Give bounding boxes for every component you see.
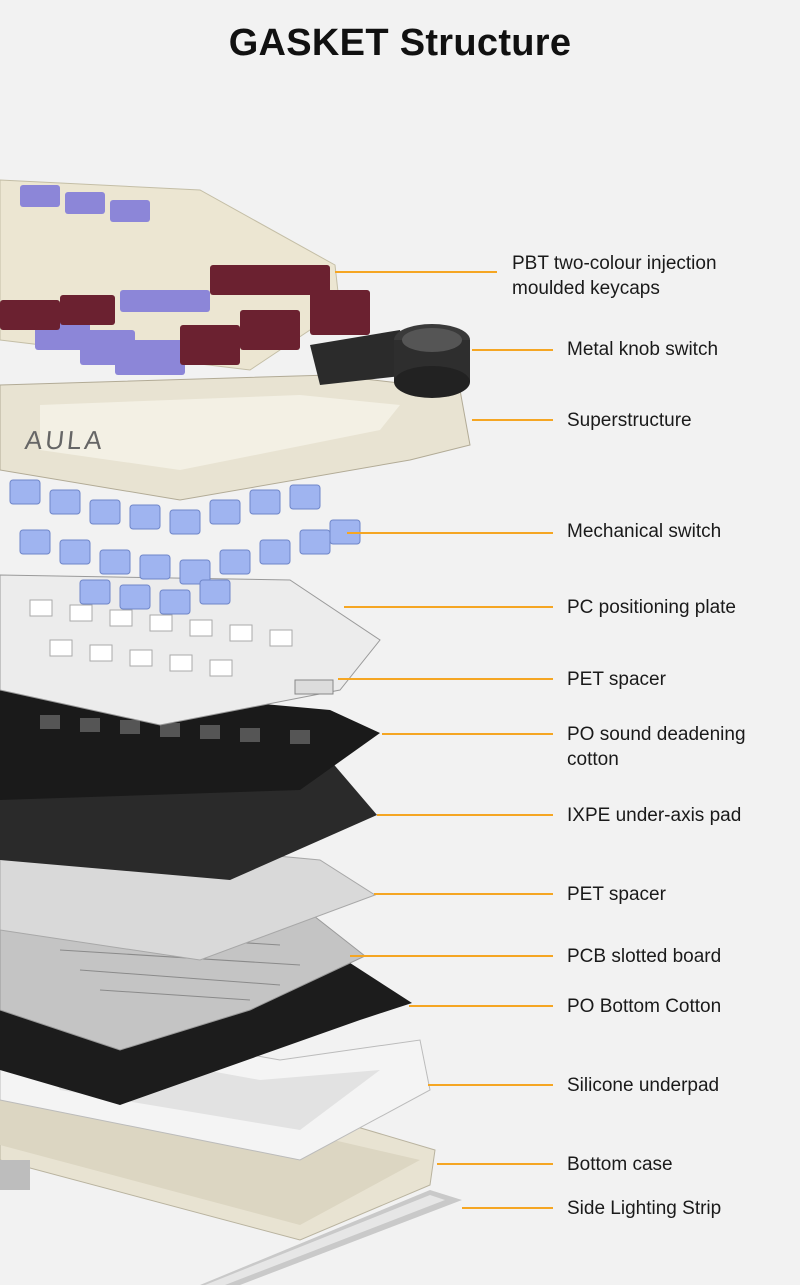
label-line: Mechanical switch [567,521,722,542]
label-line: PET spacer [567,669,666,690]
label-pcb: PCB slotted board [567,944,721,969]
label-line: PC positioning plate [567,597,736,618]
label-line: Bottom case [567,1154,673,1175]
label-pet-spacer-1: PET spacer [567,667,666,692]
label-superstructure: Superstructure [567,408,692,433]
label-silicone: Silicone underpad [567,1073,719,1098]
label-line: PO Bottom Cotton [567,996,722,1017]
label-line: PO sound deadening [567,724,746,745]
label-ixpe-pad: IXPE under-axis pad [567,803,741,828]
label-line: Superstructure [567,410,692,431]
label-pc-plate: PC positioning plate [567,595,736,620]
label-line: PET spacer [567,884,666,905]
label-knob: Metal knob switch [567,337,718,362]
keycaps-layer [0,179,370,375]
label-bottom-case: Bottom case [567,1152,673,1177]
label-line: Silicone underpad [567,1075,720,1096]
label-line: moulded keycaps [512,278,660,299]
label-keycaps: PBT two-colour injection moulded keycaps [512,251,717,301]
mechanical-switch-layer [9,479,361,615]
metal-knob-layer [310,324,470,398]
page-title: GASKET Structure [228,22,572,64]
label-line: cotton [567,749,619,770]
label-po-cotton: PO sound deadening cotton [567,722,746,772]
label-line: IXPE under-axis pad [567,805,742,826]
label-line: PBT two-colour injection [512,253,717,274]
label-line: Side Lighting Strip [567,1198,722,1219]
label-line: PCB slotted board [567,946,722,967]
superstructure-layer [0,374,471,501]
label-line: Metal knob switch [567,339,719,360]
side-lighting-strip-layer [200,1190,462,1285]
label-pet-spacer-2: PET spacer [567,882,666,907]
pc-plate-layer [0,574,381,726]
brand-logo: AULA [23,425,107,455]
label-po-bottom: PO Bottom Cotton [567,994,721,1019]
label-switch: Mechanical switch [567,519,721,544]
label-light-strip: Side Lighting Strip [567,1196,721,1221]
